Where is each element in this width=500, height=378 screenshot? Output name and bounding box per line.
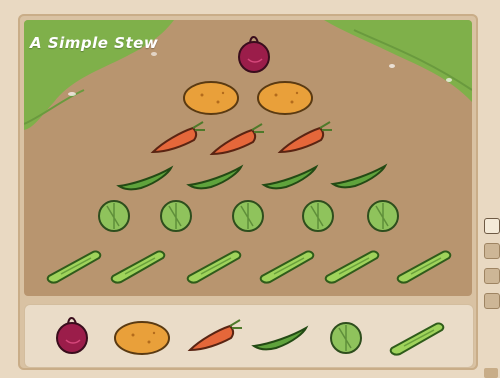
corner-tab[interactable] <box>484 368 498 378</box>
game-title: A Simple Stew <box>30 34 158 52</box>
tool-palette <box>484 218 500 318</box>
ingredient-tray <box>24 304 474 368</box>
grid-tool-icon[interactable] <box>484 243 500 259</box>
shape-tool-icon[interactable] <box>484 268 500 284</box>
link-tool-icon[interactable] <box>484 293 500 309</box>
board-scene <box>24 20 472 296</box>
game-board <box>24 20 472 296</box>
grass-right <box>324 20 472 102</box>
square-tool-icon[interactable] <box>484 218 500 234</box>
